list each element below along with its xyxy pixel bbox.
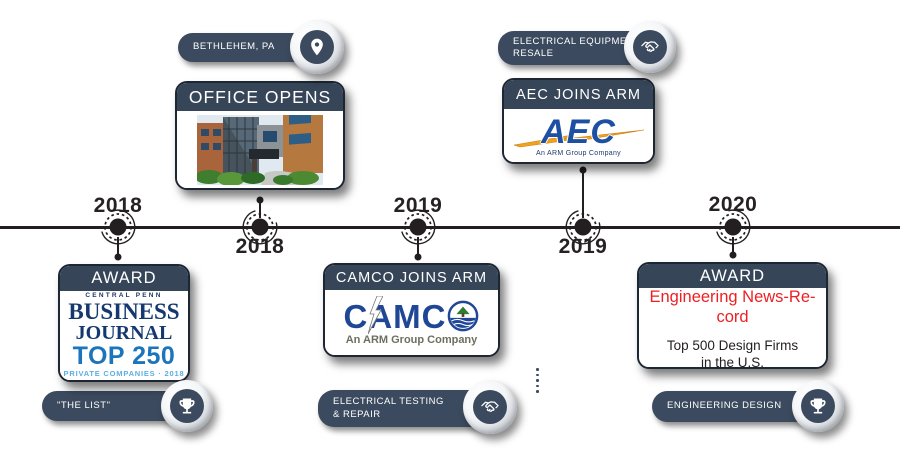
- tag-the-list-label: "THE LIST": [57, 399, 111, 411]
- location-pin-icon: [311, 38, 323, 56]
- business-journal-logo: CENTRAL PENN BUSINESS JOURNAL TOP 250 PR…: [64, 293, 185, 377]
- enr-subtext-line2: in the U.S.: [700, 355, 765, 369]
- camco-logo-subtitle: An ARM Group Company: [345, 333, 478, 346]
- bj-kicker: CENTRAL PENN: [85, 292, 163, 300]
- connector-stem: [259, 202, 261, 218]
- camco-logo-text: CAMC: [343, 297, 447, 335]
- trophy-badge-left: [161, 380, 213, 432]
- tag-engineering-design-label: ENGINEERING DESIGN: [667, 400, 782, 412]
- timeline-node-2019-b: [565, 210, 601, 245]
- decorative-dots: [536, 368, 539, 393]
- card-award-enr-title: AWARD: [639, 264, 826, 288]
- connector-stem: [582, 172, 584, 218]
- handshake-badge-top: [624, 21, 676, 73]
- handshake-icon: [481, 401, 499, 412]
- year-label-2020: 2020: [708, 193, 758, 216]
- card-award-enr: AWARD Engineering News-Re- cord Top 500 …: [637, 262, 828, 369]
- tag-bethlehem-label: BETHLEHEM, PA: [193, 41, 275, 53]
- aec-logo-subtitle: An ARM Group Company: [536, 149, 621, 157]
- tag-electrical-equipment-line2: RESALE: [513, 48, 554, 59]
- bj-business: BUSINESS: [68, 298, 180, 324]
- card-award-enr-body: Engineering News-Re- cord Top 500 Design…: [639, 288, 826, 369]
- timeline-node-2018-b: [242, 210, 278, 245]
- timeline-node-2019-a: [401, 209, 436, 245]
- trophy-badge-inner: [801, 389, 835, 423]
- enr-headline-line2: cord: [716, 307, 749, 326]
- camco-lightning-bolt-icon: [367, 295, 383, 334]
- card-office-title: OFFICE OPENS: [177, 83, 343, 111]
- enr-headline: Engineering News-Re- cord: [650, 288, 816, 328]
- camco-logo-row: CAMC: [344, 300, 480, 333]
- bj-top250: TOP 250: [72, 341, 176, 370]
- connector-dot: [579, 166, 587, 174]
- connector-dot: [729, 251, 737, 259]
- tag-electrical-testing-line1: ELECTRICAL TESTING: [333, 396, 444, 408]
- enr-subtext: Top 500 Design Firms in the U.S.: [666, 337, 799, 369]
- handshake-badge-inner: [633, 30, 667, 64]
- timeline-node-2018-a: [101, 209, 136, 245]
- trophy-icon: [179, 398, 195, 414]
- card-office-opens: OFFICE OPENS: [175, 81, 345, 190]
- card-aec-title: AEC JOINS ARM: [504, 80, 653, 109]
- trophy-badge-right: [792, 380, 844, 432]
- year-label-2018-a: 2018: [93, 194, 143, 217]
- handshake-icon: [641, 41, 659, 52]
- card-award-top250-title: AWARD: [60, 266, 188, 291]
- camco-globe-icon: [448, 300, 479, 332]
- card-camco-title: CAMCO JOINS ARM: [325, 265, 498, 290]
- bj-private-companies: PRIVATE COMPANIES · 2018: [63, 369, 185, 379]
- aec-lightning-bolt-icon: [513, 129, 644, 147]
- connector-stem: [117, 237, 119, 254]
- connector-dot: [114, 253, 122, 261]
- connector-dot: [414, 253, 422, 261]
- connector-dot: [256, 196, 264, 204]
- location-badge: [290, 20, 344, 74]
- year-label-2019-a: 2019: [393, 194, 443, 217]
- handshake-badge-inner: [473, 390, 507, 424]
- tag-electrical-testing-line2: & REPAIR: [333, 408, 381, 420]
- connector-stem: [732, 237, 734, 253]
- timeline-axis: [0, 226, 900, 229]
- card-office-body: [177, 111, 343, 188]
- office-building-photo: [197, 114, 323, 185]
- connector-stem: [417, 237, 419, 254]
- tag-electrical-equipment-line1: ELECTRICAL EQUIPMENT: [513, 35, 641, 47]
- enr-headline-line1: Engineering News-Re-: [649, 288, 816, 306]
- location-badge-inner: [300, 30, 334, 64]
- year-label-2018-b: 2018: [235, 235, 285, 258]
- card-aec-body: AEC An ARM Group Company: [504, 109, 653, 162]
- card-aec-joins-arm: AEC JOINS ARM AEC An ARM Group Company: [502, 78, 655, 164]
- handshake-badge-bottom: [463, 380, 517, 434]
- card-camco-body: CAMC An ARM Group Company: [325, 290, 498, 355]
- aec-logo-text: AEC: [541, 112, 616, 151]
- bj-journal: JOURNAL: [75, 321, 173, 344]
- card-award-top250-body: CENTRAL PENN BUSINESS JOURNAL TOP 250 PR…: [60, 291, 188, 380]
- enr-subtext-line1: Top 500 Design Firms: [666, 337, 799, 353]
- card-award-top250: AWARD CENTRAL PENN BUSINESS JOURNAL TOP …: [58, 264, 190, 382]
- trophy-badge-inner: [170, 389, 204, 423]
- timeline-node-2020: [716, 209, 751, 245]
- year-label-2019-b: 2019: [558, 235, 608, 258]
- trophy-icon: [810, 398, 826, 414]
- camco-logo: CAMC An ARM Group Company: [344, 295, 480, 346]
- aec-logo: AEC An ARM Group Company: [513, 112, 644, 157]
- card-camco-joins-arm: CAMCO JOINS ARM CAMC An: [323, 263, 500, 357]
